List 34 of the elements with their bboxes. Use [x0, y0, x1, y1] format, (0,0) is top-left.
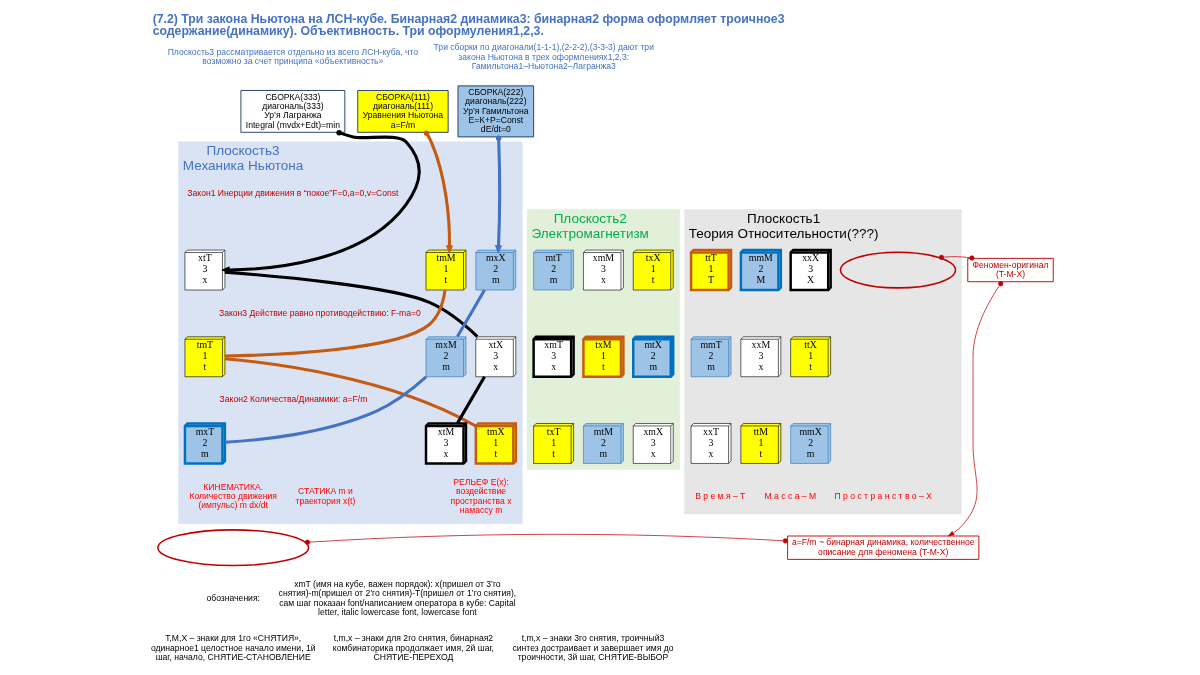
label: T,M,X – знаки для 1го «СНЯТИЯ», одинарное1 целостное начало имени, 1й шаг, начало, СНЯТИЕ-СТАНОВЛЕНИЕ [150, 632, 316, 662]
label: М а с с а – M [764, 490, 816, 501]
connector [224, 356, 477, 428]
connector [455, 375, 486, 424]
label: Плоскость3 рассматривается отдельно из всего ЛСН-куба, что возможно за счет принципа «объективность» [167, 46, 418, 66]
label: В р е м я – T [694, 490, 745, 501]
arrow [947, 280, 1003, 536]
label: t,m,x – знаки 3го снятия, троичный3 синтез достраивает и завершает имя до троичности, 3й шаг, СНЯТИЕ-ВЫБОР [511, 632, 673, 662]
label: t,m,x – знаки для 2го снятия, бинарная2 комбинаторика продолжает имя, 2й шаг, СНЯТИЕ-ПЕРЕХОД [332, 632, 494, 662]
arrow [423, 130, 453, 254]
connector [455, 288, 486, 337]
connector [224, 375, 427, 444]
connector [224, 289, 447, 357]
node-box: a=F/m ~ бинарная динамика, количественное описание для феномена (T-M-X) [786, 535, 979, 560]
connector [224, 270, 478, 338]
node-box: СБОРКА(111) диагональ(111) Уравнения Ньютона a=F/m [356, 89, 449, 133]
connector [304, 533, 788, 545]
connector [938, 254, 974, 261]
node-box: СБОРКА(222) диагональ(222) Ур’я Гамильтона E=K+P=Const dE/dt=0 [457, 84, 534, 137]
diagram-title: (7.2) Три закона Ньютона на ЛСН-кубе. Бинарная2 динамика3: бинарная2 форма оформляет троичное3 содержание(динамику). Объективность. Три оформуления1,2,3. [152, 11, 784, 38]
label: КИНЕМАТИКА. Количество движения (импульс) m dx/dt [188, 481, 277, 510]
label: Три сборки по диагонали(1-1-1),(2-2-2),(3-3-3) дают три закона Ньютона в трех оформлениях1,2,3: Гамильтона1–Ньютона2–Лагранжа3 [433, 41, 654, 71]
label: Закон2 Количества/Динамики: a=F/m [219, 393, 367, 404]
label: Закон3 Действие равно противодействию: F-ma=0 [218, 307, 421, 318]
arrow [220, 129, 421, 274]
node-box: Феномен-оригинал (T-M-X) [966, 257, 1054, 282]
arrow [494, 134, 502, 254]
label: xmT (имя на кубе, важен порядок): x(пришел от 3’го снятия)-m(пришел от 2’го снятия)-T(пришел от 1’го снятия), сам шаг показан font/написанием оператора в кубе: Capital letter, italic lowercase font, lowercase font [278, 578, 516, 617]
label: Закон1 Инерции движения в “покое”F=0,a=0,v=Const [186, 187, 398, 198]
label: обозначения: [205, 592, 260, 603]
node-ellipse [839, 250, 956, 289]
label: РЕЛЬЕФ E(x): воздействие пространства x намассу m [450, 476, 512, 515]
label: П р о с т р а н с т в о – X [834, 490, 932, 501]
label: СТАТИКА m и траектория x(t) [295, 485, 355, 506]
